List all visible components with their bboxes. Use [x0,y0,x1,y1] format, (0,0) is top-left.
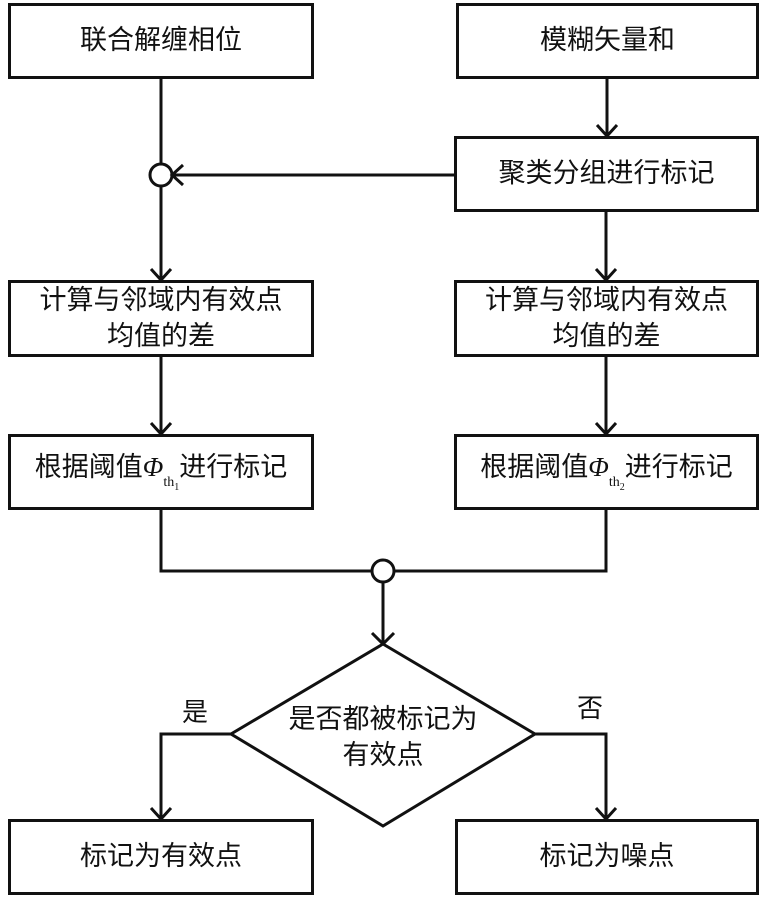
node-label-suffix: 进行标记 [179,451,288,483]
node-label: 标记为有效点 [80,841,242,872]
node-label-line1: 计算与邻域内有效点 [485,284,728,316]
phi-symbol: Φ [142,451,164,482]
node-threshold-right: 根据阈值Φth2进行标记 [454,434,759,510]
edge-no-to-mark-noise [535,732,608,819]
node-label: 联合解缠相位 [80,25,242,56]
subscript-index: 2 [619,481,625,493]
node-label-line2: 均值的差 [107,320,215,352]
node-label-line2: 均值的差 [552,320,661,352]
node-label-suffix: 进行标记 [624,451,733,483]
junction-merge [370,558,396,584]
node-label: 模糊矢量和 [540,25,675,56]
junction-left [148,162,174,188]
node-label-prefix: 根据阈值 [480,451,589,483]
node-label: 聚类分组进行标记 [498,158,715,189]
branch-label-no: 否 [577,694,604,724]
subscript-th: th [608,474,620,490]
decision-label-line2: 有效点 [342,740,424,771]
node-mark-noise: 标记为噪点 [455,819,759,895]
arrowhead-junction [169,163,185,187]
node-fuzzy-vector-sum: 模糊矢量和 [456,3,759,79]
branch-label-yes: 是 [182,698,209,728]
node-unwrap-phase: 联合解缠相位 [8,3,314,79]
node-label-prefix: 根据阈值 [34,451,143,483]
node-label-line1: 计算与邻域内有效点 [39,284,283,316]
edge-threshold-right-to-merge [394,509,608,573]
edge-threshold-left-to-merge [159,509,372,573]
subscript-th: th [163,474,175,490]
node-diff-right: 计算与邻域内有效点 均值的差 [454,280,759,357]
node-diff-left: 计算与邻域内有效点 均值的差 [8,280,314,357]
node-threshold-left: 根据阈值Φth1进行标记 [8,434,314,510]
subscript-index: 1 [174,481,180,493]
phi-symbol: Φ [588,451,609,482]
decision-label-line1: 是否都被标记为 [288,704,478,735]
edge-yes-to-mark-valid [159,732,231,819]
decision-label: 是否都被标记为 有效点 [255,702,511,774]
node-label: 标记为噪点 [539,841,675,872]
decision-diamond [228,642,538,828]
node-cluster-mark: 聚类分组进行标记 [454,136,759,212]
node-mark-valid: 标记为有效点 [8,819,314,895]
